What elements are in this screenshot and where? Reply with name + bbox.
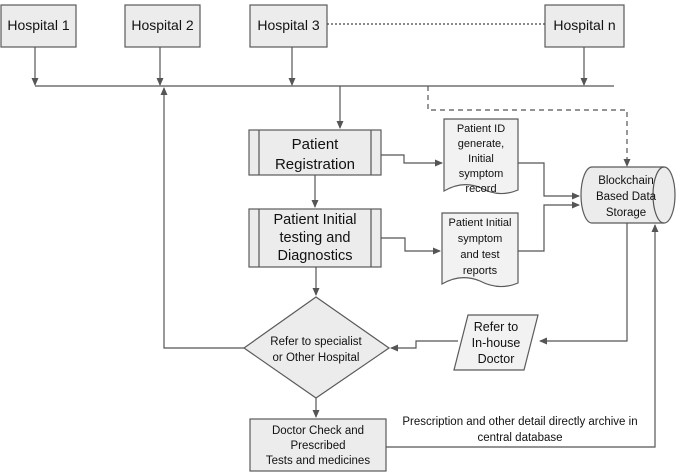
patient-reports-document: Patient Initial symptom and test reports <box>441 212 519 288</box>
hospital-1-label: Hospital 1 <box>7 17 69 33</box>
decision-line-2: or Other Hospital <box>273 352 360 364</box>
inhouse-to-decision-arrow <box>390 340 458 352</box>
hospital-n-box: Hospital n <box>544 4 625 48</box>
storage-line-1: Blockchain <box>598 175 654 187</box>
blockchain-storage: Blockchain Based Data Storage <box>580 166 676 224</box>
storage-to-inhouse-arrow <box>539 223 628 345</box>
doc-reports-line-1: Patient Initial <box>449 217 512 229</box>
doc-id-line-1: Patient ID <box>457 123 505 135</box>
hospital-3-box: Hospital 3 <box>249 4 328 48</box>
hospital-2-label: Hospital 2 <box>131 17 193 33</box>
inhouse-line-1: Refer to <box>474 320 519 334</box>
diagnostics-line-2: testing and <box>280 230 351 246</box>
doc-id-line-3: Initial <box>468 153 494 165</box>
inhouse-doctor-box: Refer to In-house Doctor <box>453 314 539 371</box>
hospital-2-box: Hospital 2 <box>124 4 201 48</box>
patient-registration-box: Patient Registration <box>248 129 382 176</box>
doctor-to-storage-arrow <box>386 224 659 448</box>
registration-line-2: Registration <box>275 156 355 173</box>
doctor-line-3: Tests and medicines <box>266 455 370 467</box>
registration-line-1: Patient <box>292 136 340 153</box>
hospital-n-label: Hospital n <box>553 17 615 33</box>
doctor-line-2: Prescribed <box>291 440 346 452</box>
patient-diagnostics-box: Patient Initial testing and Diagnostics <box>248 208 382 268</box>
diagnostics-line-1: Patient Initial <box>273 212 356 228</box>
hospital-1-box: Hospital 1 <box>0 4 77 48</box>
decision-line-1: Refer to specialist <box>270 336 362 348</box>
doc-id-line-2: generate, <box>458 138 504 150</box>
archive-note-line-1: Prescription and other detail directly a… <box>402 416 637 428</box>
diagnostics-to-reports-arrow <box>381 237 441 255</box>
doc-id-line-5: record <box>465 183 496 195</box>
registration-to-docid-arrow <box>381 154 443 167</box>
hospital-3-label: Hospital 3 <box>257 17 319 33</box>
patient-id-document: Patient ID generate, Initial symptom rec… <box>443 118 519 195</box>
reports-to-storage-arrow <box>518 201 580 252</box>
inhouse-line-3: Doctor <box>478 352 515 366</box>
archive-note-line-2: central database <box>477 432 562 444</box>
doc-id-line-4: symptom <box>459 168 504 180</box>
refer-decision-diamond: Refer to specialist or Other Hospital <box>242 296 391 399</box>
doc-reports-line-2: symptom <box>458 233 503 245</box>
docid-to-storage-arrow <box>518 162 580 200</box>
storage-line-2: Based Data <box>596 191 657 203</box>
doctor-check-box: Doctor Check and Prescribed Tests and me… <box>249 418 387 472</box>
doc-reports-line-3: and test <box>460 249 499 261</box>
diagnostics-line-3: Diagnostics <box>278 248 353 264</box>
bus-to-storage-dashed <box>427 86 631 167</box>
storage-line-3: Storage <box>606 207 646 219</box>
doctor-line-1: Doctor Check and <box>272 425 364 437</box>
decision-to-hospital-bus-arrow <box>160 87 244 349</box>
doc-reports-line-4: reports <box>463 265 498 277</box>
inhouse-line-2: In-house <box>472 336 521 350</box>
